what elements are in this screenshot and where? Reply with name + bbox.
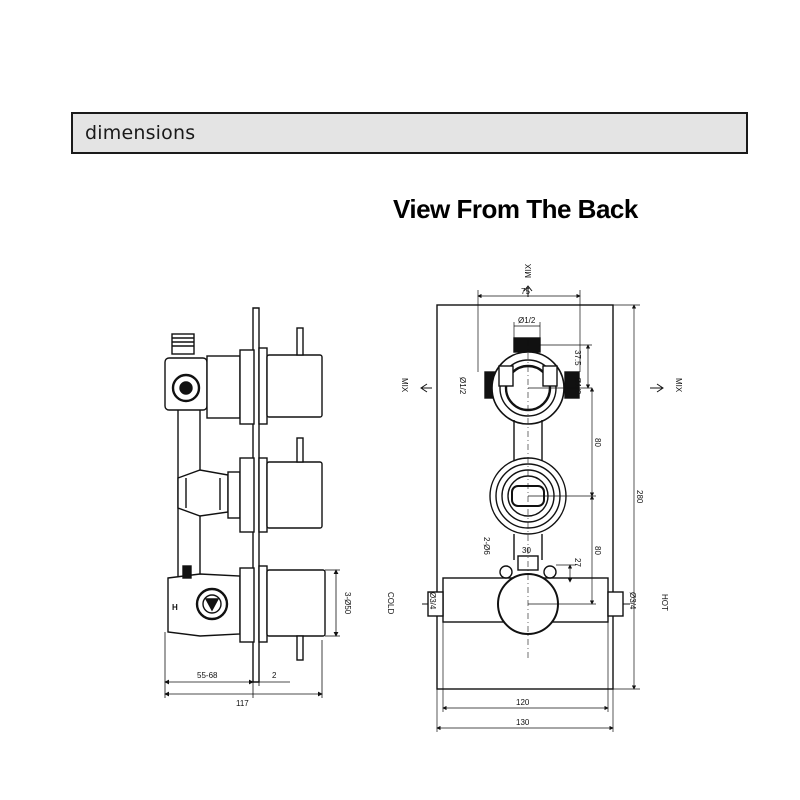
dim-80-a: 80 [593, 438, 602, 447]
back-view-title: View From The Back [393, 194, 638, 224]
back-view [420, 285, 664, 732]
dim-g12-right: Ø1/2 [573, 377, 582, 395]
label-mix-left: MIX [400, 378, 409, 393]
dim-55-68: 55-68 [197, 671, 218, 680]
label-cold: COLD [386, 592, 395, 614]
dim-3-50: 3-Ø50 [343, 592, 352, 615]
dim-g34-left: Ø3/4 [428, 592, 437, 610]
side-view: H [164, 307, 340, 698]
dim-37-5: 37.5 [573, 350, 582, 366]
dim-g12-left: Ø1/2 [458, 377, 467, 395]
dim-117: 117 [236, 699, 249, 708]
dim-120: 120 [516, 698, 530, 707]
dim-g34-right: Ø3/4 [628, 592, 637, 610]
section-header-bar: dimensions [71, 112, 748, 154]
dim-2: 2 [272, 671, 277, 680]
dim-g12-top: Ø1/2 [518, 316, 536, 325]
dim-27: 27 [573, 558, 582, 567]
dim-280: 280 [635, 490, 644, 504]
dim-80-b: 80 [593, 546, 602, 555]
dim-30: 30 [522, 546, 531, 555]
dim-2-6: 2-Ø6 [482, 537, 491, 555]
svg-text:H: H [172, 603, 178, 612]
label-hot: HOT [660, 594, 669, 611]
label-mix-top: MIX [524, 263, 533, 278]
section-title: dimensions [85, 122, 196, 144]
dim-75: 75 [521, 287, 530, 296]
label-mix-right: MIX [674, 378, 683, 393]
dim-130: 130 [516, 718, 530, 727]
